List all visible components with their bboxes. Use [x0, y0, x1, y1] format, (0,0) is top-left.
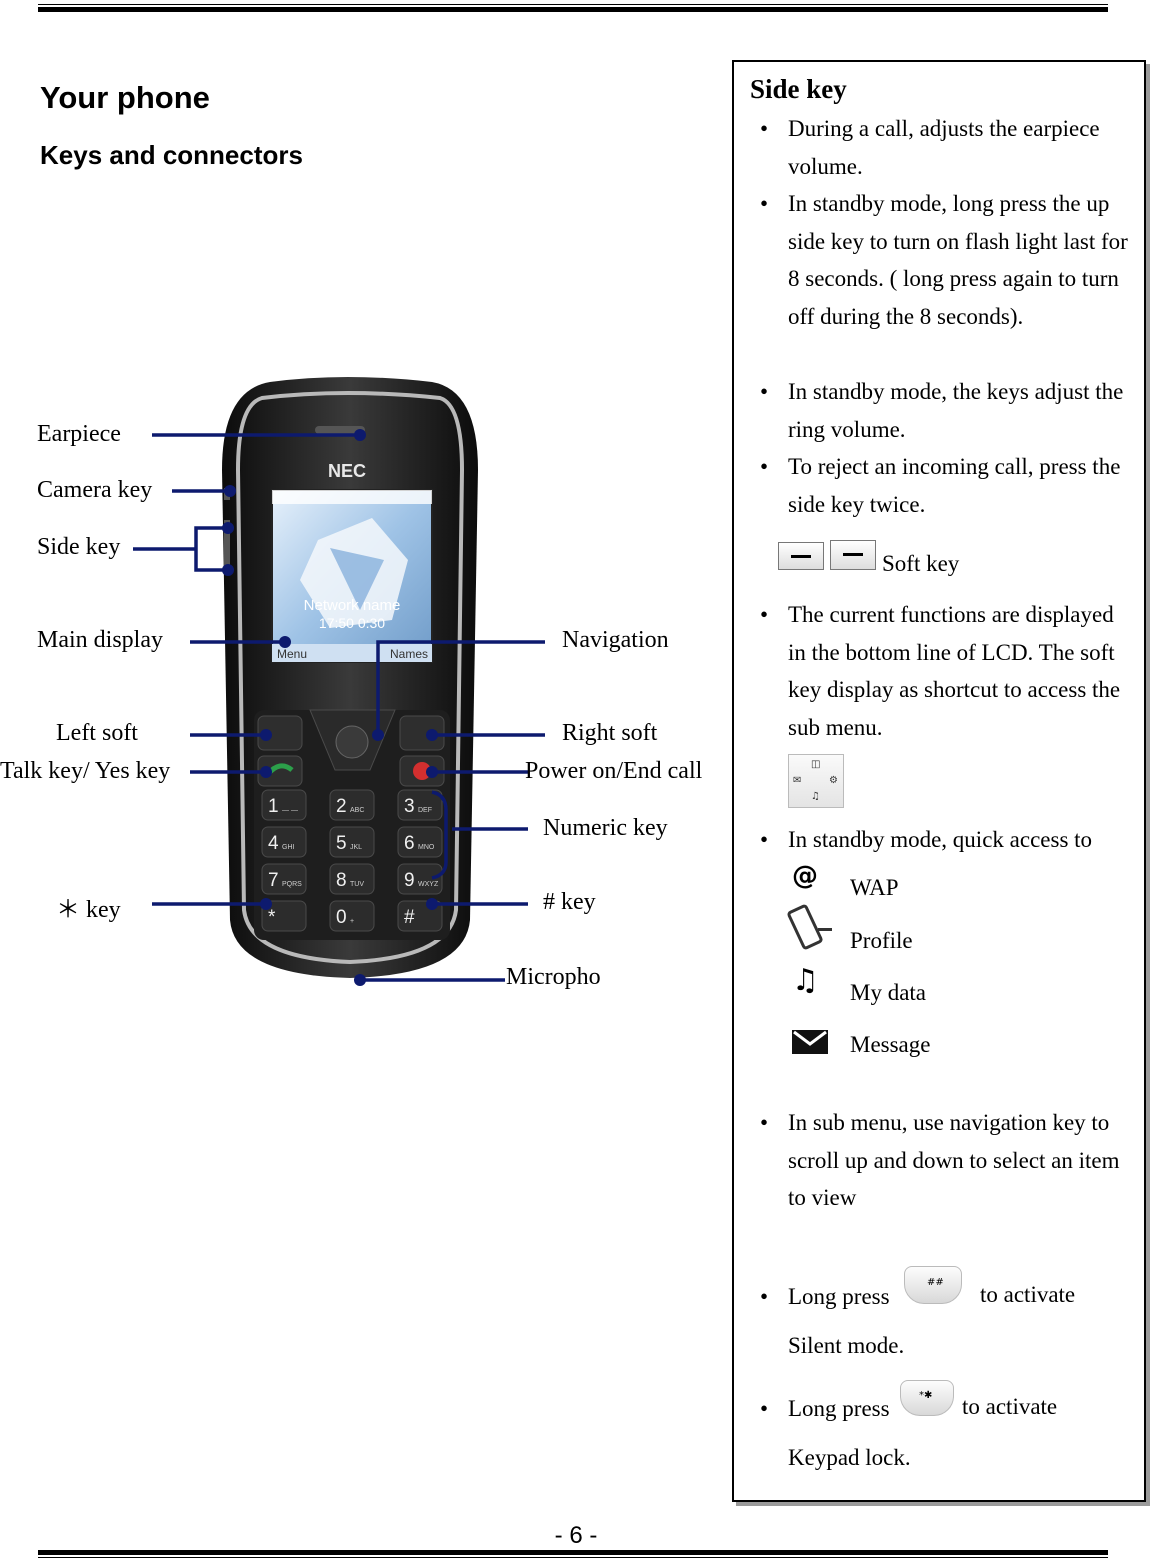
lock-key-icon: *✱ [900, 1380, 954, 1416]
phone-red-icon [413, 762, 431, 780]
keypad-key-digit: 4 [268, 833, 279, 854]
keypad-key-digit: 8 [336, 870, 347, 891]
keypad-key [397, 789, 443, 821]
label-hash-key: # key [543, 889, 596, 915]
box-title: Side key [750, 74, 847, 104]
side-bullet-2: •In standby mode, long press the up side… [760, 191, 1128, 329]
side-bullet-4: •To reject an incoming call, press the s… [760, 454, 1121, 517]
bottom-rule [38, 1550, 1108, 1558]
brand-logo: NEC [328, 461, 366, 481]
silent-key-icon: ## [904, 1266, 962, 1304]
screen-right-soft: Names [390, 647, 428, 661]
silent-mode: Silent mode. [788, 1333, 905, 1358]
label-main-display: Main display [37, 627, 163, 653]
screen-left-soft: Menu [277, 647, 307, 661]
section-subtitle: Keys and connectors [40, 140, 303, 170]
screen-clock: 17:50 0:30 [319, 615, 385, 631]
callout-dots [222, 429, 438, 986]
keypad-key-letters: MNO [418, 844, 435, 851]
keypad-key [261, 826, 307, 858]
navigation-pad-icon: ◫ ✉ ⚙ ♫ [788, 754, 844, 808]
top-rule [38, 4, 1108, 12]
wap-icon: @ [792, 861, 818, 891]
keypad-key [329, 789, 375, 821]
side-bullet-1: •During a call, adjusts the earpiece vol… [760, 116, 1100, 179]
keypad-key-digit: 6 [404, 833, 415, 854]
submenu-bullet: •In sub menu, use navigation key to scro… [760, 1110, 1120, 1210]
left-soft-key [257, 715, 303, 751]
keypad-key-digit: # [404, 907, 415, 928]
keypad-action: to activate [962, 1394, 1058, 1419]
keypad-key-letters: JKL [350, 844, 362, 851]
quick-item-profile: Profile [850, 928, 913, 953]
phone-diagram: NEC Network name 17:50 0:30 Menu Names 1… [133, 377, 545, 986]
quick-item-wap: WAP [850, 875, 899, 900]
keypad-key [261, 789, 307, 821]
keypad-key [397, 863, 443, 895]
silent-bullet: •Long press [760, 1284, 890, 1309]
side-info-box: Side key •During a call, adjusts the ear… [732, 60, 1146, 1502]
silent-action: to activate [980, 1282, 1076, 1307]
soft-key-right-icon [830, 540, 876, 570]
side-bullet-3: •In standby mode, the keys adjust the ri… [760, 379, 1124, 442]
quick-item-message: Message [850, 1032, 931, 1057]
callout-lines [133, 433, 545, 982]
keypad-key-letters: + [350, 918, 354, 925]
keypad-key-digit: 7 [268, 870, 279, 891]
keypad-key-digit: 3 [404, 796, 415, 817]
keypad-key-letters: PQRS [282, 881, 302, 888]
soft-key-label: Soft key [882, 551, 960, 576]
label-right-soft: Right soft [562, 720, 658, 746]
keypad-key-digit: 5 [336, 833, 347, 854]
keypad-key-letters: DEF [418, 807, 432, 814]
soft-key-left-icon [778, 542, 824, 570]
keypad-lock-bullet: •Long press [760, 1396, 890, 1421]
label-navigation: Navigation [562, 627, 669, 653]
keypad-key [261, 900, 307, 932]
page-title: Your phone [40, 80, 210, 115]
keypad-key-letters: — — [282, 807, 298, 814]
profile-icon [786, 902, 838, 951]
label-power-end: Power on/End call [525, 758, 703, 784]
keypad-key-letters: ABC [350, 807, 364, 814]
keypad-key-letters: TUV [350, 881, 364, 888]
keypad-key [329, 900, 375, 932]
soft-key-icons [778, 540, 880, 570]
keypad-key-letters: WXYZ [418, 881, 439, 888]
right-soft-key [399, 715, 445, 751]
keypad-key-digit: 2 [336, 796, 347, 817]
page-number: - 6 - [554, 1522, 598, 1549]
softkey-bullet: •The current functions are displayed in … [760, 602, 1121, 740]
label-numeric-key: Numeric key [543, 815, 668, 841]
keypad-key [397, 826, 443, 858]
keypad-key-digit: * [268, 907, 276, 928]
quick-access-bullet: •In standby mode, quick access to [760, 827, 1093, 852]
my-data-icon: ♫ [792, 963, 819, 998]
label-talk-key: Talk key/ Yes key [0, 758, 171, 784]
keypad-key-digit: 0 [336, 907, 347, 928]
label-left-soft: Left soft [56, 720, 138, 746]
keypad-key-letters: GHI [282, 844, 295, 851]
quick-item-my-data: My data [850, 980, 927, 1005]
message-icon [792, 1030, 828, 1054]
screen-network-name: Network name [304, 597, 401, 614]
keypad-key-digit: 9 [404, 870, 415, 891]
label-side-key: Side key [37, 534, 121, 560]
label-earpiece: Earpiece [37, 421, 121, 447]
keypad-key [329, 863, 375, 895]
label-camera-key: Camera key [37, 477, 153, 503]
keypad-key-digit: 1 [268, 796, 279, 817]
navigation-key [335, 725, 369, 759]
keypad-lock: Keypad lock. [788, 1445, 911, 1470]
label-microphone: Micropho [506, 964, 601, 990]
label-star-key: ＊ key [56, 897, 121, 923]
keypad-key [261, 863, 307, 895]
keypad-key [329, 826, 375, 858]
